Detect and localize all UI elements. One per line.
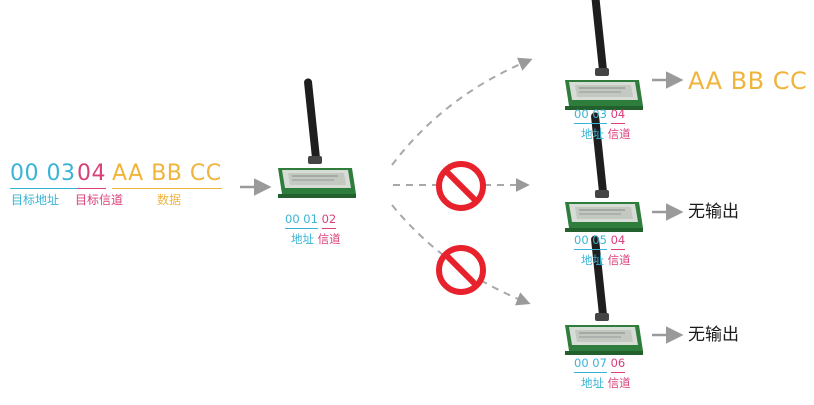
packet-data-label: 数据 <box>157 193 182 207</box>
wireless-module-icon <box>564 0 644 111</box>
receiver-2-output: 无输出 <box>688 202 739 222</box>
receiver-3-id-label: 地址 信道 <box>581 376 631 390</box>
no-entry-icon <box>436 245 486 295</box>
packet-address: 00 03 <box>10 161 78 189</box>
packet-address-label: 目标地址 <box>11 193 60 207</box>
receiver-1-id: 00 03 04 <box>574 107 626 124</box>
packet-channel-label: 目标信道 <box>75 193 124 207</box>
wireless-module-icon <box>277 77 357 199</box>
packet-data: AA BB CC <box>112 161 222 189</box>
receiver-3-id: 00 07 06 <box>574 356 626 373</box>
receiver-2-id-label: 地址 信道 <box>581 253 631 267</box>
sender-id: 00 01 02 <box>285 212 337 229</box>
no-entry-icon <box>436 161 486 211</box>
receiver-1-id-label: 地址 信道 <box>581 127 631 141</box>
sender-id-label: 地址 信道 <box>291 232 341 246</box>
receiver-3-output: 无输出 <box>688 325 739 345</box>
receiver-1-output: AA BB CC <box>688 67 808 95</box>
link-to-receiver-1 <box>391 57 533 166</box>
packet-channel: 04 <box>77 161 106 189</box>
receiver-2-id: 00 05 04 <box>574 233 626 250</box>
